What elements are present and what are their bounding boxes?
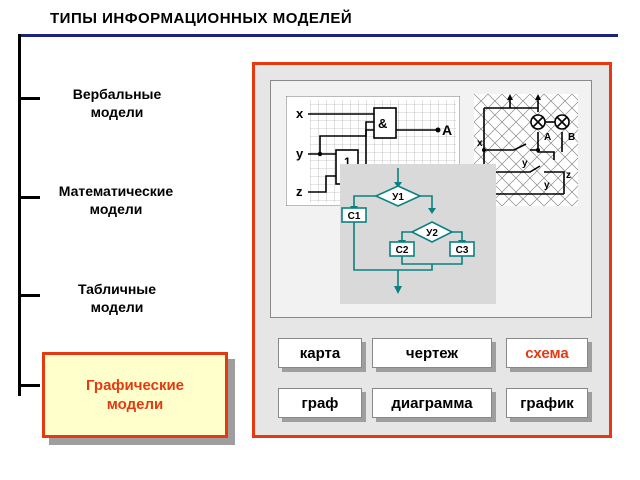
category-graphic[interactable]: Графические модели (42, 352, 228, 438)
flow-action-2 (389, 241, 415, 257)
flow-condition-1-label: У1 (392, 192, 404, 203)
and-gate (373, 107, 397, 139)
example-drawing-button[interactable]: чертеж (372, 338, 492, 368)
category-table-line1: Табличные (77, 281, 157, 297)
category-graphic-line1: Графические (85, 377, 185, 394)
example-chart-button[interactable]: диаграмма (372, 388, 492, 418)
title-rule (18, 34, 618, 37)
example-graph-button[interactable]: граф (278, 388, 362, 418)
flow-action-3 (449, 241, 475, 257)
switch-z-label: z (566, 170, 571, 181)
switch-y2-label: y (544, 180, 550, 191)
electric-circuit-diagram: A B x y z y (474, 94, 578, 206)
flowchart-diagram: У1 У2 C1 C2 C3 (340, 164, 496, 304)
and-gate-label: & (378, 116, 387, 131)
tree-trunk (18, 34, 21, 396)
tree-branch-graphic (18, 384, 40, 387)
tree-branch-table (18, 294, 40, 297)
category-graphic-line2: модели (106, 396, 164, 413)
tree-branch-math (18, 196, 40, 199)
logic-output-a: A (442, 122, 452, 138)
flow-condition-1 (374, 185, 422, 207)
category-math[interactable]: Математические модели (46, 182, 186, 218)
example-scheme-button[interactable]: схема (506, 338, 588, 368)
category-math-line1: Математические (58, 183, 174, 199)
example-map-button[interactable]: карта (278, 338, 362, 368)
flow-action-3-label: C3 (456, 245, 469, 256)
logic-input-x: x (296, 106, 304, 121)
switch-y-label: y (522, 158, 528, 169)
example-plot-button[interactable]: график (506, 388, 588, 418)
tree-branch-verbal (18, 97, 40, 100)
lamp-a-label: A (544, 132, 551, 143)
logic-input-y: y (296, 146, 304, 161)
flow-condition-2 (410, 221, 454, 243)
page-title: ТИПЫ ИНФОРМАЦИОННЫХ МОДЕЛЕЙ (50, 10, 353, 27)
category-verbal-line2: модели (90, 104, 144, 120)
category-table-line2: модели (90, 299, 144, 315)
or-gate-label: 1 (344, 155, 351, 169)
lamp-b-label: B (568, 132, 575, 143)
logic-input-z: z (296, 184, 303, 199)
category-table[interactable]: Табличные модели (52, 280, 182, 316)
flow-action-1-label: C1 (348, 211, 361, 222)
category-verbal-line1: Вербальные (72, 86, 162, 102)
category-verbal[interactable]: Вербальные модели (52, 85, 182, 121)
flow-condition-2-label: У2 (426, 228, 438, 239)
category-math-line2: модели (89, 201, 143, 217)
switch-x-label: x (477, 138, 483, 149)
flow-action-1 (341, 207, 367, 223)
flow-action-2-label: C2 (396, 245, 409, 256)
